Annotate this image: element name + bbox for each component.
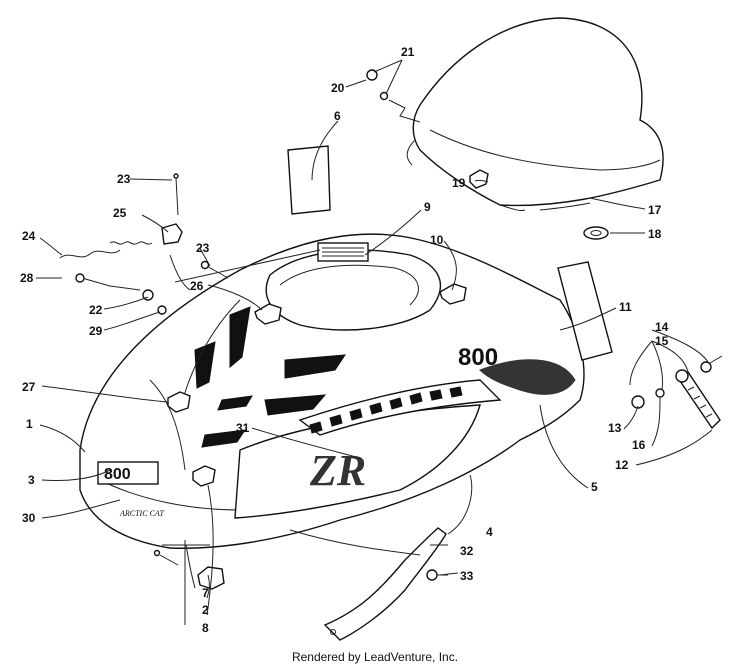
decal-plate (287, 145, 331, 215)
callout-4: 4 (486, 525, 493, 539)
callout-29: 29 (89, 324, 103, 338)
badge-front (192, 465, 216, 487)
windshield-screws (366, 69, 421, 123)
callout-21: 21 (401, 45, 415, 59)
callout-2: 2 (202, 603, 209, 617)
front-small-text: ARCTIC CAT (119, 509, 164, 518)
front-number-text: 800 (104, 466, 131, 483)
leader-lines (36, 59, 713, 625)
callout-15: 15 (655, 334, 669, 348)
callout-11: 11 (619, 300, 632, 314)
decal-plate-right (557, 261, 613, 361)
callout-7: 7 (202, 586, 209, 600)
callout-23-mid: 23 (196, 241, 210, 255)
callout-25: 25 (113, 206, 127, 220)
callout-30: 30 (22, 511, 36, 525)
callout-31: 31 (236, 421, 250, 435)
footer-credit: Rendered by LeadVenture, Inc. (291, 650, 459, 664)
callout-labels: 1 2 3 4 5 6 7 8 9 10 11 12 13 14 15 16 1… (20, 45, 669, 635)
callout-14: 14 (655, 320, 669, 334)
callout-26: 26 (190, 279, 204, 293)
callout-28: 28 (20, 271, 34, 285)
hood: ZR 800 800 ARCTIC CAT (79, 233, 585, 549)
callout-6: 6 (334, 109, 341, 123)
callout-10: 10 (430, 233, 444, 247)
hood-side-number: 800 (458, 344, 498, 371)
callout-1: 1 (26, 417, 33, 431)
callout-16: 16 (632, 438, 646, 452)
callout-22: 22 (89, 303, 103, 317)
callout-5: 5 (591, 480, 598, 494)
windshield (406, 17, 664, 211)
badge-left (167, 391, 191, 413)
bracket-screw (426, 569, 448, 581)
callout-33: 33 (460, 569, 474, 583)
callout-3: 3 (28, 473, 35, 487)
hood-script-text: ZR (309, 446, 366, 495)
callout-19: 19 (452, 176, 466, 190)
callout-27: 27 (22, 380, 36, 394)
windshield-nut (469, 169, 489, 189)
callout-18: 18 (648, 227, 662, 241)
callout-12: 12 (615, 458, 629, 472)
front-number-decal (97, 461, 159, 485)
callout-13: 13 (608, 421, 622, 435)
windshield-washer (583, 226, 609, 240)
checkered-flag-decal (298, 359, 576, 436)
callout-9: 9 (424, 200, 431, 214)
hood-bracket (323, 527, 447, 641)
callout-32: 32 (460, 544, 474, 558)
callout-24: 24 (22, 229, 36, 243)
callout-23-top: 23 (117, 172, 131, 186)
callout-8: 8 (202, 621, 209, 635)
hood-latch (631, 355, 723, 430)
callout-20: 20 (331, 81, 345, 95)
callout-17: 17 (648, 203, 662, 217)
